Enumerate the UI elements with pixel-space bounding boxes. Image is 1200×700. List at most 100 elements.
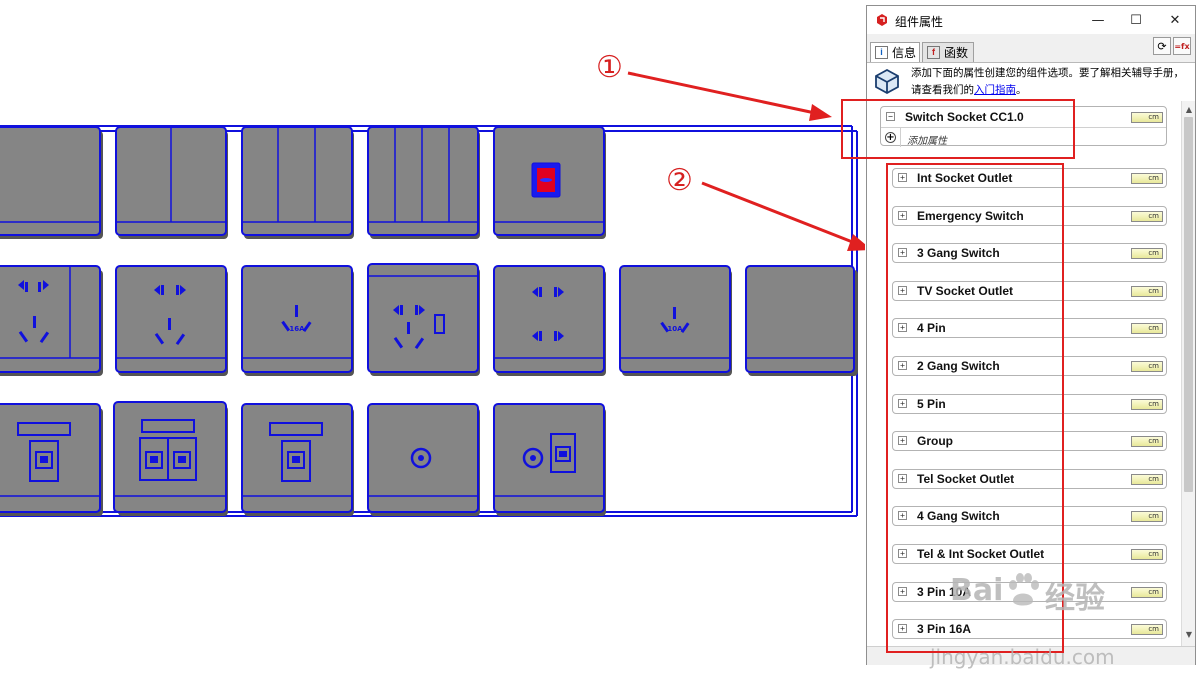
close-button[interactable]: ✕ [1156, 6, 1194, 34]
unit-badge[interactable]: cm [1131, 398, 1163, 410]
subcomponent-row[interactable]: +5 Pin cm [892, 393, 1167, 414]
expand-icon[interactable]: + [898, 323, 907, 333]
formula-toggle-icon: =fx [1174, 41, 1190, 51]
tab-functions-label: 函数 [944, 46, 969, 60]
tab-functions[interactable]: f 函数 [922, 42, 974, 62]
unit-badge[interactable]: cm [1131, 210, 1163, 222]
label-16a: 16A [289, 325, 305, 333]
expand-icon[interactable]: + [898, 436, 907, 446]
blank-plate[interactable] [745, 265, 858, 376]
expand-icon[interactable]: + [898, 549, 907, 558]
unit-badge[interactable]: cm [1131, 586, 1163, 598]
refresh-button[interactable]: ⟳ [1153, 37, 1171, 55]
switch-1-gang[interactable] [0, 126, 103, 239]
scroll-down-icon[interactable]: ▼ [1185, 629, 1193, 639]
expand-icon[interactable]: + [898, 398, 907, 408]
unit-badge[interactable]: cm [1131, 549, 1163, 560]
expand-icon[interactable]: + [898, 586, 907, 596]
add-attribute-row[interactable]: + 添加属性 [881, 127, 1166, 148]
subcomponent-name: Tel & Int Socket Outlet [917, 547, 1045, 561]
unit-badge[interactable]: cm [1131, 473, 1163, 485]
expand-icon[interactable]: + [898, 361, 907, 370]
maximize-icon: ☐ [1130, 12, 1142, 28]
socket-tel-and-int[interactable] [113, 401, 228, 516]
expand-icon[interactable]: + [898, 285, 907, 295]
subcomponent-row[interactable]: +3 Pin 10A cm [892, 581, 1167, 602]
window-titlebar[interactable]: 组件属性 — ☐ ✕ [867, 6, 1195, 34]
socket-models-drawing: 16A 10A [0, 71, 865, 517]
component-name: Switch Socket CC1.0 [905, 110, 1024, 124]
scroll-up-icon[interactable]: ▲ [1185, 104, 1193, 114]
unit-badge[interactable]: cm [1131, 436, 1163, 448]
annotation-number-1: ① [596, 50, 623, 85]
toggle-formula-view-button[interactable]: =fx [1173, 37, 1191, 55]
subcomponent-name: 3 Pin 10A [917, 584, 972, 599]
minimize-icon: — [1091, 12, 1105, 28]
subcomponent-row[interactable]: +3 Pin 16A cm [892, 619, 1167, 640]
subcomponent-name: 5 Pin [917, 396, 946, 411]
unit-badge[interactable]: cm [1131, 361, 1163, 372]
socket-tel[interactable] [0, 403, 103, 516]
expand-icon[interactable]: + [898, 173, 907, 182]
socket-5-pin-b[interactable] [115, 265, 228, 376]
unit-badge[interactable]: cm [1131, 285, 1163, 297]
add-attribute-icon[interactable]: + [885, 132, 896, 143]
expand-icon[interactable]: + [898, 210, 907, 220]
info-message-text: 添加下面的属性创建您的组件选项。要了解相关辅导手册，请查看我们的 [911, 67, 1184, 96]
sketchup-app-icon [877, 14, 887, 26]
socket-int[interactable] [241, 403, 354, 516]
expand-icon[interactable]: + [898, 624, 907, 634]
close-icon: ✕ [1169, 12, 1181, 28]
unit-badge[interactable]: cm [1131, 112, 1163, 123]
socket-5-pin-a[interactable] [0, 265, 103, 376]
switch-4-gang[interactable] [367, 126, 480, 239]
refresh-icon: ⟳ [1157, 39, 1167, 53]
socket-3-pin-16a[interactable]: 16A [241, 265, 354, 376]
unit-badge[interactable]: cm [1131, 248, 1163, 260]
add-attribute-divider [900, 128, 901, 147]
window-title: 组件属性 [895, 15, 944, 29]
socket-4-pin[interactable] [493, 265, 606, 376]
socket-combo-usb[interactable] [367, 263, 480, 376]
component-row-header[interactable]: − Switch Socket CC1.0 cm [881, 107, 1166, 127]
socket-tv[interactable] [367, 403, 480, 516]
function-icon: f [927, 46, 940, 59]
tab-bar: i 信息 f 函数 [867, 34, 1195, 62]
subcomponent-row[interactable]: + Emergency Switch cm [892, 205, 1167, 226]
minimize-button[interactable]: — [1079, 6, 1117, 34]
scroll-thumb[interactable] [1184, 117, 1193, 492]
switch-3-gang[interactable] [241, 126, 354, 239]
switch-2-gang[interactable] [115, 126, 228, 239]
subcomponent-name: Emergency Switch [917, 208, 1024, 223]
emergency-switch[interactable] [493, 126, 606, 239]
tab-info[interactable]: i 信息 [870, 42, 920, 62]
expand-icon[interactable]: + [898, 473, 907, 483]
collapse-icon[interactable]: − [886, 112, 895, 121]
socket-tv-and-tel[interactable] [493, 403, 606, 516]
expand-icon[interactable]: + [898, 248, 907, 258]
subcomponent-row[interactable]: + Tel & Int Socket Outlet cm [892, 544, 1167, 564]
expand-icon[interactable]: + [898, 511, 907, 521]
attributes-list[interactable]: − Switch Socket CC1.0 cm + 添加属性 +Int Soc… [867, 101, 1181, 646]
unit-badge[interactable]: cm [1131, 624, 1163, 636]
maximize-button[interactable]: ☐ [1117, 6, 1155, 34]
model-viewport[interactable]: 16A 10A [0, 0, 865, 700]
info-icon: i [875, 46, 888, 59]
subcomponent-name: 3 Pin 16A [917, 622, 972, 637]
component-cube-icon [875, 68, 899, 95]
vertical-scrollbar[interactable]: ▲ ▼ [1181, 101, 1195, 646]
add-attribute-label[interactable]: 添加属性 [907, 136, 947, 147]
unit-badge[interactable]: cm [1131, 511, 1163, 523]
getting-started-link[interactable]: 入门指南 [974, 84, 1016, 96]
unit-badge[interactable]: cm [1131, 173, 1163, 184]
socket-3-pin-10a[interactable]: 10A [619, 265, 732, 376]
unit-badge[interactable]: cm [1131, 323, 1163, 335]
